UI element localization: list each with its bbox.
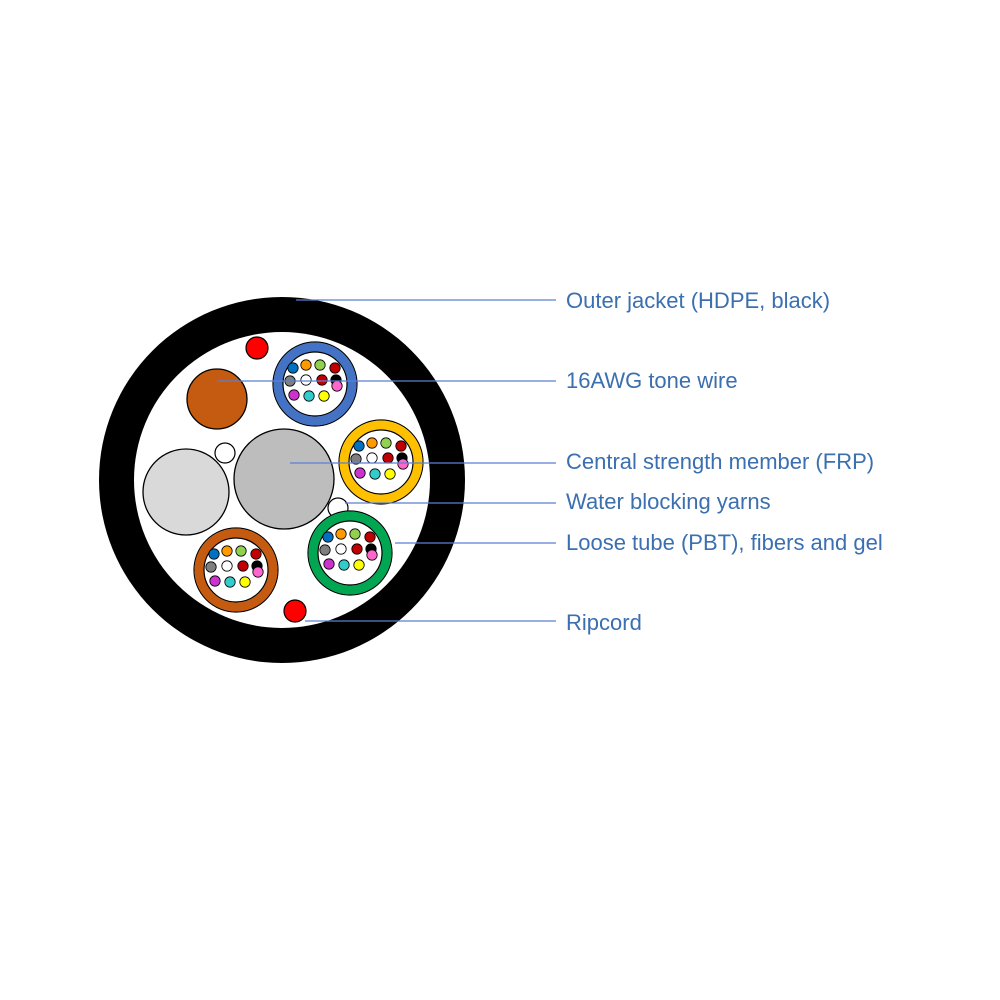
optical-fiber	[351, 543, 363, 555]
optical-fiber	[384, 468, 396, 480]
optical-fiber	[382, 452, 394, 464]
loose-tube-blue-tube	[272, 341, 358, 427]
optical-fiber	[221, 560, 233, 572]
filler-rod	[142, 448, 230, 536]
label-outer-jacket: Outer jacket (HDPE, black)	[566, 288, 830, 313]
optical-fiber	[300, 359, 312, 371]
optical-fiber	[237, 560, 249, 572]
optical-fiber	[221, 545, 233, 557]
water-blocking-yarn	[214, 442, 236, 464]
optical-fiber	[369, 468, 381, 480]
optical-fiber	[329, 362, 341, 374]
ripcord	[283, 599, 307, 623]
loose-tube-ring	[273, 342, 357, 426]
label-strength-member: Central strength member (FRP)	[566, 449, 874, 474]
tone-wire	[186, 368, 248, 430]
label-ripcord: Ripcord	[566, 610, 642, 635]
optical-fiber	[303, 390, 315, 402]
ripcord	[245, 336, 269, 360]
optical-fiber	[366, 549, 378, 561]
loose-tube-green-tube	[307, 510, 393, 596]
central-strength-member	[233, 428, 335, 530]
optical-fiber	[364, 531, 376, 543]
optical-fiber	[335, 528, 347, 540]
optical-fiber	[397, 458, 409, 470]
loose-tube-ring	[194, 528, 278, 612]
optical-fiber	[250, 548, 262, 560]
loose-tube-ring	[339, 420, 423, 504]
loose-tube-orange-tube	[338, 419, 424, 505]
optical-fiber	[331, 380, 343, 392]
optical-fiber	[208, 548, 220, 560]
optical-fiber	[366, 452, 378, 464]
optical-fiber	[323, 558, 335, 570]
loose-tube-ring	[308, 511, 392, 595]
optical-fiber	[209, 575, 221, 587]
optical-fiber	[353, 440, 365, 452]
optical-fiber	[239, 576, 251, 588]
optical-fiber	[349, 528, 361, 540]
optical-fiber	[318, 390, 330, 402]
optical-fiber	[224, 576, 236, 588]
optical-fiber	[380, 437, 392, 449]
optical-fiber	[314, 359, 326, 371]
optical-fiber	[300, 374, 312, 386]
optical-fiber	[316, 374, 328, 386]
optical-fiber	[395, 440, 407, 452]
optical-fiber	[354, 467, 366, 479]
optical-fiber	[322, 531, 334, 543]
optical-fiber	[319, 544, 331, 556]
optical-fiber	[288, 389, 300, 401]
optical-fiber	[353, 559, 365, 571]
optical-fiber	[350, 453, 362, 465]
optical-fiber	[252, 566, 264, 578]
loose-tube-brown-tube	[193, 527, 279, 613]
label-loose-tube: Loose tube (PBT), fibers and gel	[566, 530, 883, 555]
optical-fiber	[335, 543, 347, 555]
label-water-blocking: Water blocking yarns	[566, 489, 771, 514]
optical-fiber	[338, 559, 350, 571]
optical-fiber	[287, 362, 299, 374]
label-tone-wire: 16AWG tone wire	[566, 368, 738, 393]
optical-fiber	[235, 545, 247, 557]
optical-fiber	[205, 561, 217, 573]
optical-fiber	[366, 437, 378, 449]
